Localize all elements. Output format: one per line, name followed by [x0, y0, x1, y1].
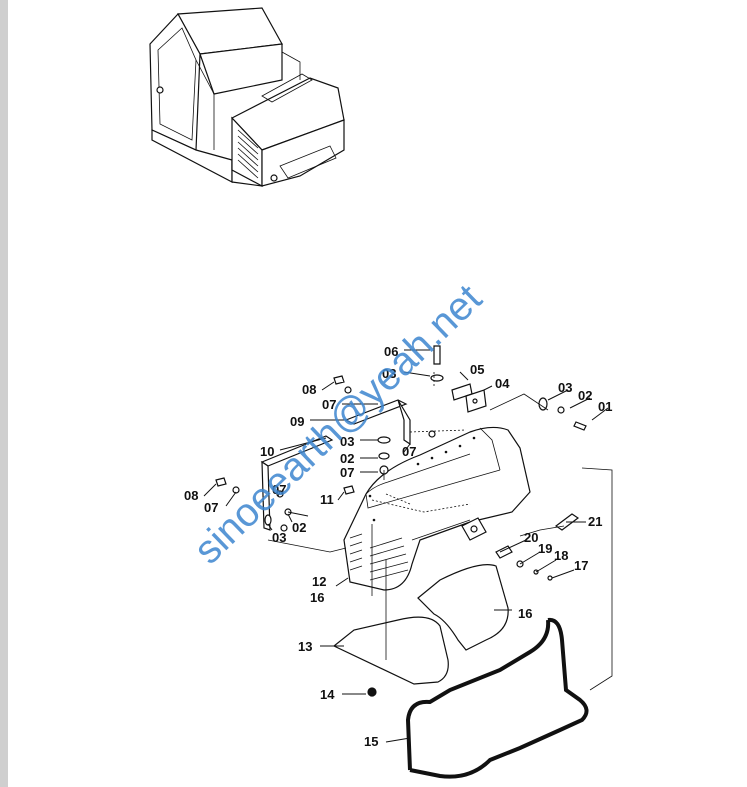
label-03c: 03 — [340, 434, 354, 449]
label-08b: 08 — [184, 488, 198, 503]
label-15: 15 — [364, 734, 378, 749]
label-14: 14 — [320, 687, 335, 702]
label-16: 16 — [310, 590, 324, 605]
label-03d: 03 — [272, 530, 286, 545]
label-10: 10 — [260, 444, 274, 459]
label-01: 01 — [598, 399, 612, 414]
label-08: 08 — [302, 382, 316, 397]
label-12: 12 — [312, 574, 326, 589]
machine-overview-illustration — [149, 7, 345, 187]
label-04: 04 — [495, 376, 510, 391]
label-09: 09 — [290, 414, 304, 429]
label-11: 11 — [320, 492, 334, 507]
label-02: 02 — [578, 388, 592, 403]
hood-cover-part — [343, 426, 531, 591]
label-19: 19 — [538, 541, 552, 556]
label-05: 05 — [470, 362, 484, 377]
label-03b: 03 — [382, 366, 396, 381]
label-07d: 07 — [204, 500, 218, 515]
label-13: 13 — [298, 639, 312, 654]
insulation-panels — [332, 564, 509, 685]
label-07c: 07 — [402, 444, 416, 459]
label-07: 07 — [322, 397, 336, 412]
label-18: 18 — [554, 548, 568, 563]
leader-lines — [203, 349, 613, 743]
label-02c: 02 — [292, 520, 306, 535]
label-06: 06 — [384, 344, 398, 359]
label-07e: 07 — [272, 482, 286, 497]
label-17: 17 — [574, 558, 588, 573]
brackets — [260, 399, 411, 531]
label-03: 03 — [558, 380, 572, 395]
label-21: 21 — [588, 514, 602, 529]
hood-holes — [368, 436, 476, 522]
hood-grille — [349, 533, 409, 581]
label-02b: 02 — [340, 451, 354, 466]
part-number-labels: 01 02 03 04 05 06 03 08 07 09 10 03 02 0… — [184, 344, 612, 749]
hinge-parts — [451, 383, 487, 413]
grille-lines — [237, 129, 259, 179]
page-edge-strip — [0, 0, 8, 787]
label-16b: 16 — [518, 606, 532, 621]
label-20: 20 — [524, 530, 538, 545]
seal-strip — [405, 617, 589, 779]
label-07b: 07 — [340, 465, 354, 480]
